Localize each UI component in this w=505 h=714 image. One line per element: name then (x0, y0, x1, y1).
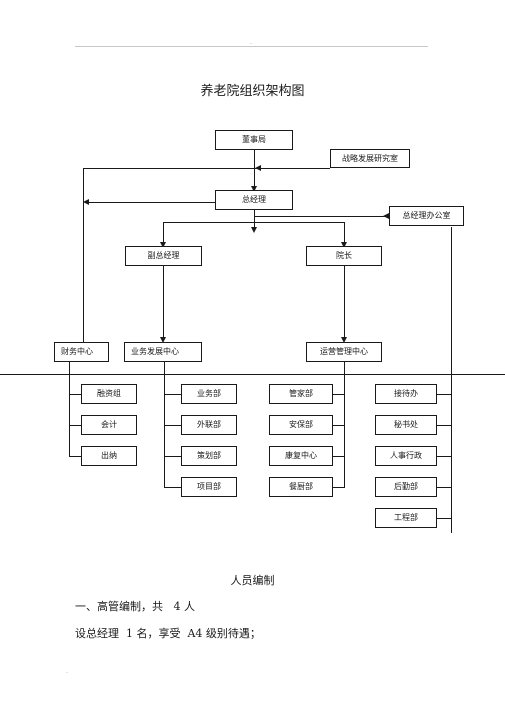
staffing-line-1: 一、高管编制，共 4 人 (75, 600, 195, 613)
office-dept-box: 人事行政 (375, 446, 437, 466)
operations-dept-box: 安保部 (269, 415, 333, 435)
dean-box: 院长 (306, 246, 382, 266)
operations-dept-box: 管家部 (269, 384, 333, 404)
page-title: 养老院组织架构图 (200, 84, 305, 99)
office-dept-box: 工程部 (375, 508, 437, 528)
business-dept-box: 项目部 (181, 477, 237, 497)
deputy-gm-box: 副总经理 (125, 246, 202, 266)
staffing-line-2: 设总经理 1 名，享受 A4 级别待遇； (75, 627, 261, 640)
operations-dept-box: 康复中心 (269, 446, 333, 466)
finance-dept-box: 会计 (81, 415, 137, 435)
office-dept-box: 接待办 (375, 384, 437, 404)
staffing-title: 人员编制 (230, 574, 275, 587)
business-dept-box: 外联部 (181, 415, 237, 435)
operations-center-box: 运营管理中心 (306, 342, 382, 362)
header-rule (75, 46, 428, 47)
office-dept-box: 后勤部 (375, 477, 437, 497)
finance-dept-box: 融资组 (81, 384, 137, 404)
business-dept-box: 业务部 (181, 384, 237, 404)
operations-dept-box: 餐厨部 (269, 477, 333, 497)
office-dept-box: 秘书处 (375, 415, 437, 435)
finance-center-box: 财务中心 (54, 342, 109, 362)
business-dept-box: 策划部 (181, 446, 237, 466)
gm-office-box: 总经理办公室 (389, 206, 464, 226)
strategy-office-box: 战略发展研究室 (330, 149, 410, 168)
header-mark: . (250, 39, 252, 46)
footer-mark: . (66, 668, 68, 675)
business-center-box: 业务发展中心 (124, 342, 202, 362)
gm-box: 总经理 (215, 190, 293, 210)
finance-dept-box: 出纳 (81, 446, 137, 466)
board-box: 董事局 (215, 130, 293, 150)
horizontal-rule (0, 374, 505, 375)
